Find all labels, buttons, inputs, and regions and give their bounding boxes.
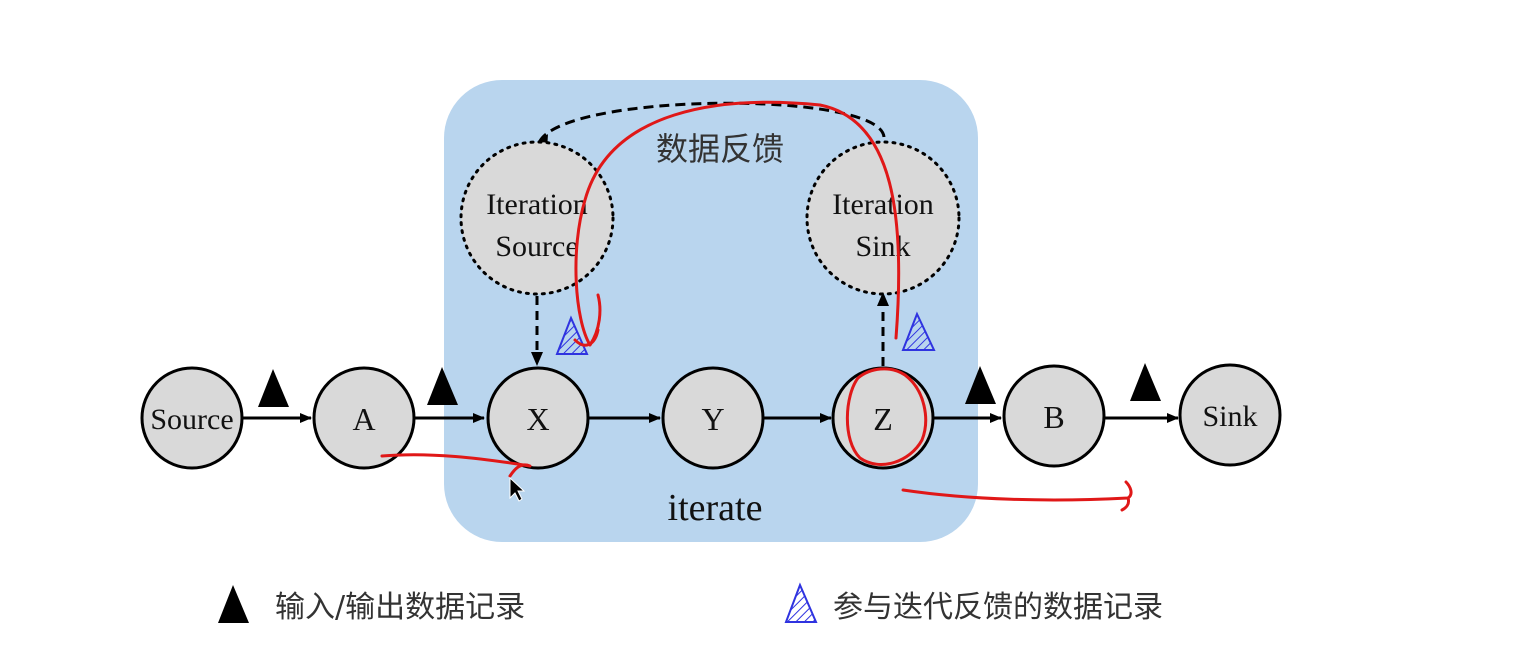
- svg-text:Iteration: Iteration: [486, 188, 588, 221]
- legend-feedback-icon: [784, 582, 818, 623]
- red-annotation: [380, 100, 1133, 512]
- svg-text:Source: Source: [150, 403, 233, 436]
- feedback-arrow: [537, 101, 886, 144]
- node-x: X: [486, 366, 590, 470]
- io-record-marker: [965, 366, 996, 404]
- node-iteration-sink: Iteration Sink: [805, 140, 961, 296]
- legend-io-icon: [218, 585, 249, 623]
- svg-text:X: X: [526, 401, 549, 437]
- iterate-label: iterate: [668, 487, 763, 529]
- feedback-label: 数据反馈: [656, 130, 784, 168]
- mouse-cursor-icon: [509, 476, 526, 502]
- node-y: Y: [661, 366, 765, 470]
- svg-text:Y: Y: [701, 401, 724, 437]
- io-record-marker: [258, 369, 289, 407]
- svg-text:Source: Source: [495, 230, 578, 263]
- io-record-marker: [1130, 363, 1161, 401]
- node-iteration-source: Iteration Source: [459, 140, 615, 296]
- svg-text:A: A: [352, 401, 375, 437]
- node-b: B: [1002, 364, 1106, 468]
- svg-text:B: B: [1043, 399, 1064, 435]
- legend-io-label: 输入/输出数据记录: [275, 590, 525, 625]
- svg-text:Z: Z: [873, 401, 893, 437]
- svg-text:Sink: Sink: [855, 230, 910, 263]
- feedback-record-marker: [901, 311, 936, 351]
- io-record-marker: [427, 367, 458, 405]
- svg-text:Sink: Sink: [1202, 400, 1257, 433]
- node-source: Source: [140, 366, 244, 470]
- svg-text:Iteration: Iteration: [832, 188, 934, 221]
- node-sink: Sink: [1178, 363, 1282, 467]
- legend-feedback-label: 参与迭代反馈的数据记录: [833, 590, 1163, 625]
- node-a: A: [312, 366, 416, 470]
